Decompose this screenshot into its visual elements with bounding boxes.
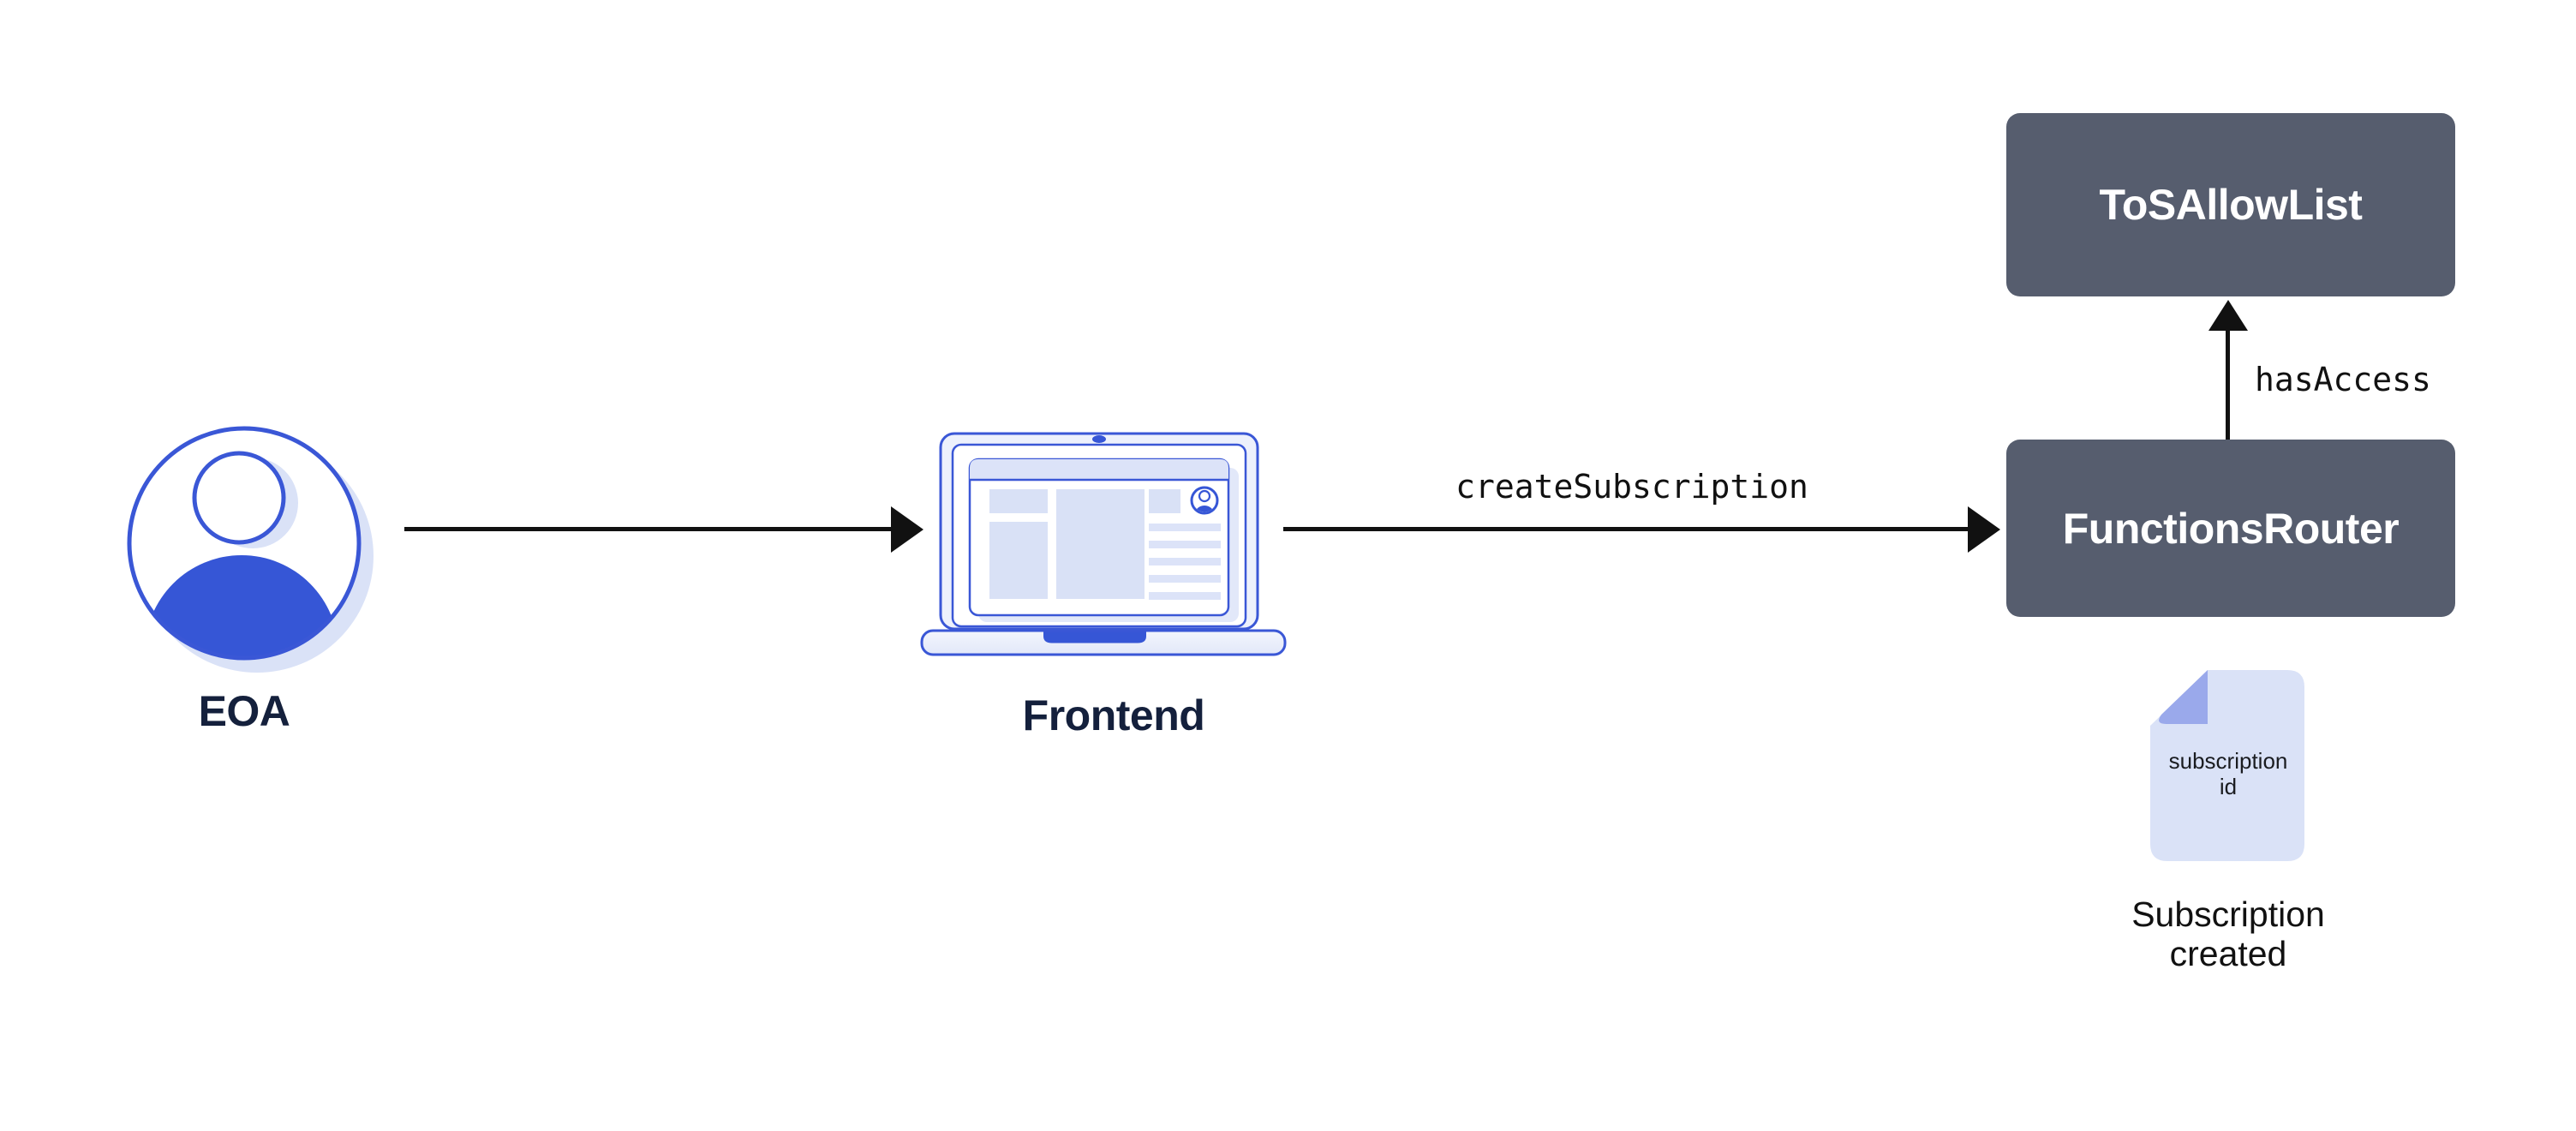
arrowhead-up-icon xyxy=(2208,300,2248,331)
caption-line1: Subscription xyxy=(2131,895,2325,934)
content-line xyxy=(1149,575,1221,583)
document-text-line2: id xyxy=(2220,774,2237,799)
avatar-head xyxy=(192,451,286,545)
laptop-notch xyxy=(1043,631,1146,643)
arrowhead-right-icon xyxy=(891,506,923,553)
content-line xyxy=(1149,558,1221,566)
edge-frontend-to-functions-router xyxy=(1283,527,1969,531)
browser-header-bar xyxy=(970,459,1228,479)
document-text-line1: subscription xyxy=(2169,748,2288,774)
content-line xyxy=(1149,592,1221,600)
functions-router-node: FunctionsRouter xyxy=(2006,440,2455,617)
webcam-dot-icon xyxy=(1092,435,1106,443)
subscription-created-caption: Subscription created xyxy=(2100,895,2357,974)
frontend-label: Frontend xyxy=(1022,691,1205,739)
subscription-document-icon: subscription id xyxy=(2150,670,2304,861)
tos-allow-list-label: ToSAllowList xyxy=(2099,181,2363,229)
content-block xyxy=(989,522,1048,599)
content-line xyxy=(1149,541,1221,548)
functions-router-label: FunctionsRouter xyxy=(2062,504,2400,553)
edge-functions-router-to-tos-allow-list xyxy=(2226,329,2230,440)
document-fold-icon xyxy=(2159,670,2208,724)
content-block xyxy=(1149,489,1180,513)
create-subscription-edge-label: createSubscription xyxy=(1455,468,1808,506)
edge-eoa-to-frontend xyxy=(404,527,893,531)
avatar-body xyxy=(145,555,338,658)
frontend-laptop-icon xyxy=(920,432,1287,656)
content-line xyxy=(1149,524,1221,531)
arrowhead-right-icon xyxy=(1968,506,2000,553)
tos-allow-list-node: ToSAllowList xyxy=(2006,113,2455,296)
content-block xyxy=(1056,489,1145,599)
content-block xyxy=(989,489,1048,513)
has-access-edge-label: hasAccess xyxy=(2255,361,2431,398)
eoa-label: EOA xyxy=(198,687,290,735)
caption-line2: created xyxy=(2169,934,2287,974)
eoa-avatar-icon xyxy=(127,426,374,673)
